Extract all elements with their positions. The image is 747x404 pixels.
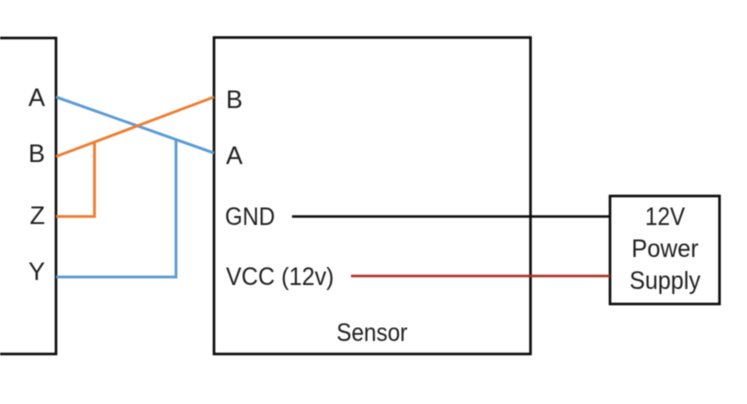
svg-text:A: A: [28, 84, 45, 112]
svg-text:Z: Z: [30, 202, 45, 230]
svg-text:A: A: [226, 142, 243, 170]
svg-text:B: B: [226, 86, 243, 114]
svg-text:Supply: Supply: [630, 267, 701, 295]
svg-text:Sensor: Sensor: [337, 319, 408, 347]
svg-text:Y: Y: [28, 258, 45, 286]
svg-text:12V: 12V: [645, 203, 685, 231]
svg-text:VCC (12v): VCC (12v): [226, 263, 334, 291]
svg-text:GND: GND: [225, 203, 275, 231]
svg-text:Power: Power: [632, 235, 699, 263]
svg-text:B: B: [28, 140, 45, 168]
